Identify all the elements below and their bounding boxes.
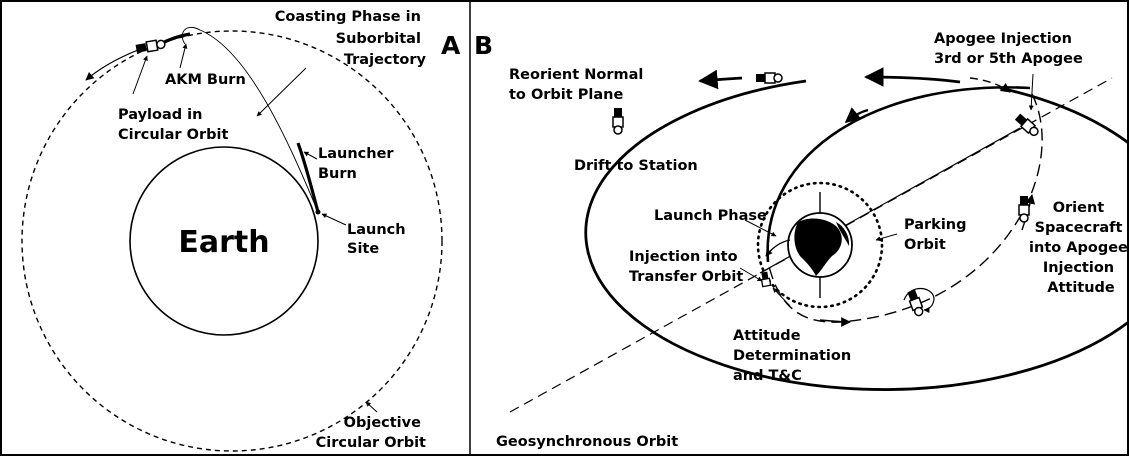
panel-a-letter: A	[441, 31, 461, 60]
injection-leader	[739, 267, 763, 282]
payload-leader	[132, 55, 148, 95]
panel-b: B	[474, 31, 1129, 450]
panel-b-letter: B	[474, 31, 493, 60]
geosynchronous-orbit	[584, 79, 1129, 391]
objective-circular-orbit	[21, 30, 443, 452]
apogee-leader	[1028, 73, 1034, 111]
earth-globe-icon	[787, 192, 853, 298]
spacecraft-drift-icon	[756, 72, 783, 84]
launch-site-label: Launch Site	[347, 222, 411, 257]
launch-phase-leader	[744, 219, 777, 237]
earth-label: Earth	[178, 225, 269, 260]
drift-label: Drift to Station	[574, 158, 698, 174]
drift-arrow-1	[864, 67, 961, 87]
objective-leader	[365, 401, 378, 413]
launch-phase-arc	[765, 239, 791, 257]
suborbital-trajectory	[181, 26, 319, 213]
spacecraft-injection-icon	[760, 271, 772, 288]
coasting-leader	[256, 67, 307, 117]
panel-a: Earth Coasting Phase in Suborbital Traje…	[21, 9, 461, 452]
transfer-orbit-dashed	[767, 93, 1043, 323]
launcher-leader	[303, 151, 318, 160]
launch-site-leader	[321, 213, 347, 226]
orient-spacecraft-label: Orient Spacecraft into Apogee Injection …	[1029, 200, 1129, 296]
dashed-arrow-2	[969, 77, 1011, 93]
spacecraft-orient-icon	[1018, 196, 1030, 223]
injection-transfer-label: Injection into Transfer Orbit	[629, 249, 743, 285]
geosync-orbit-label: Geosynchronous Orbit	[496, 434, 678, 450]
coasting-label: Coasting Phase in Suborbital Trajectory	[275, 9, 427, 68]
dashed-arrow-3	[819, 317, 851, 327]
launch-phase-label: Launch Phase	[654, 208, 767, 224]
launcher-burn-path	[296, 142, 320, 213]
payload-label: Payload in Circular Orbit	[118, 107, 228, 143]
transfer-arrow	[844, 107, 869, 123]
earth-circle	[129, 146, 319, 336]
objective-orbit-label: Objective Circular Orbit	[316, 415, 426, 451]
apogee-injection-label: Apogee Injection 3rd or 5th Apogee	[934, 31, 1083, 67]
parking-orbit-label: Parking Orbit	[904, 217, 972, 253]
attitude-determination-label: Attitude Determination and T&C	[733, 328, 856, 384]
satellite-icon	[135, 39, 166, 53]
payload-direction-arrow	[85, 49, 139, 81]
akm-burn-label: AKM Burn	[165, 72, 246, 88]
spacecraft-attitude-icon	[907, 289, 924, 317]
spacecraft-reorient-icon	[612, 108, 624, 135]
transfer-orbit-solid	[766, 86, 1031, 263]
spacecraft-apogee-icon	[1014, 113, 1039, 137]
akm-leader	[179, 43, 188, 69]
drift-arrow-2	[698, 69, 743, 90]
reorient-label: Reorient Normal to Orbit Plane	[509, 67, 648, 103]
spin-arrow	[903, 287, 935, 313]
launcher-burn-label: Launcher Burn	[318, 146, 399, 182]
attitude-leader	[772, 287, 791, 307]
launch-site-dot	[315, 209, 321, 215]
parking-orbit	[756, 181, 884, 309]
parking-leader	[875, 233, 898, 242]
